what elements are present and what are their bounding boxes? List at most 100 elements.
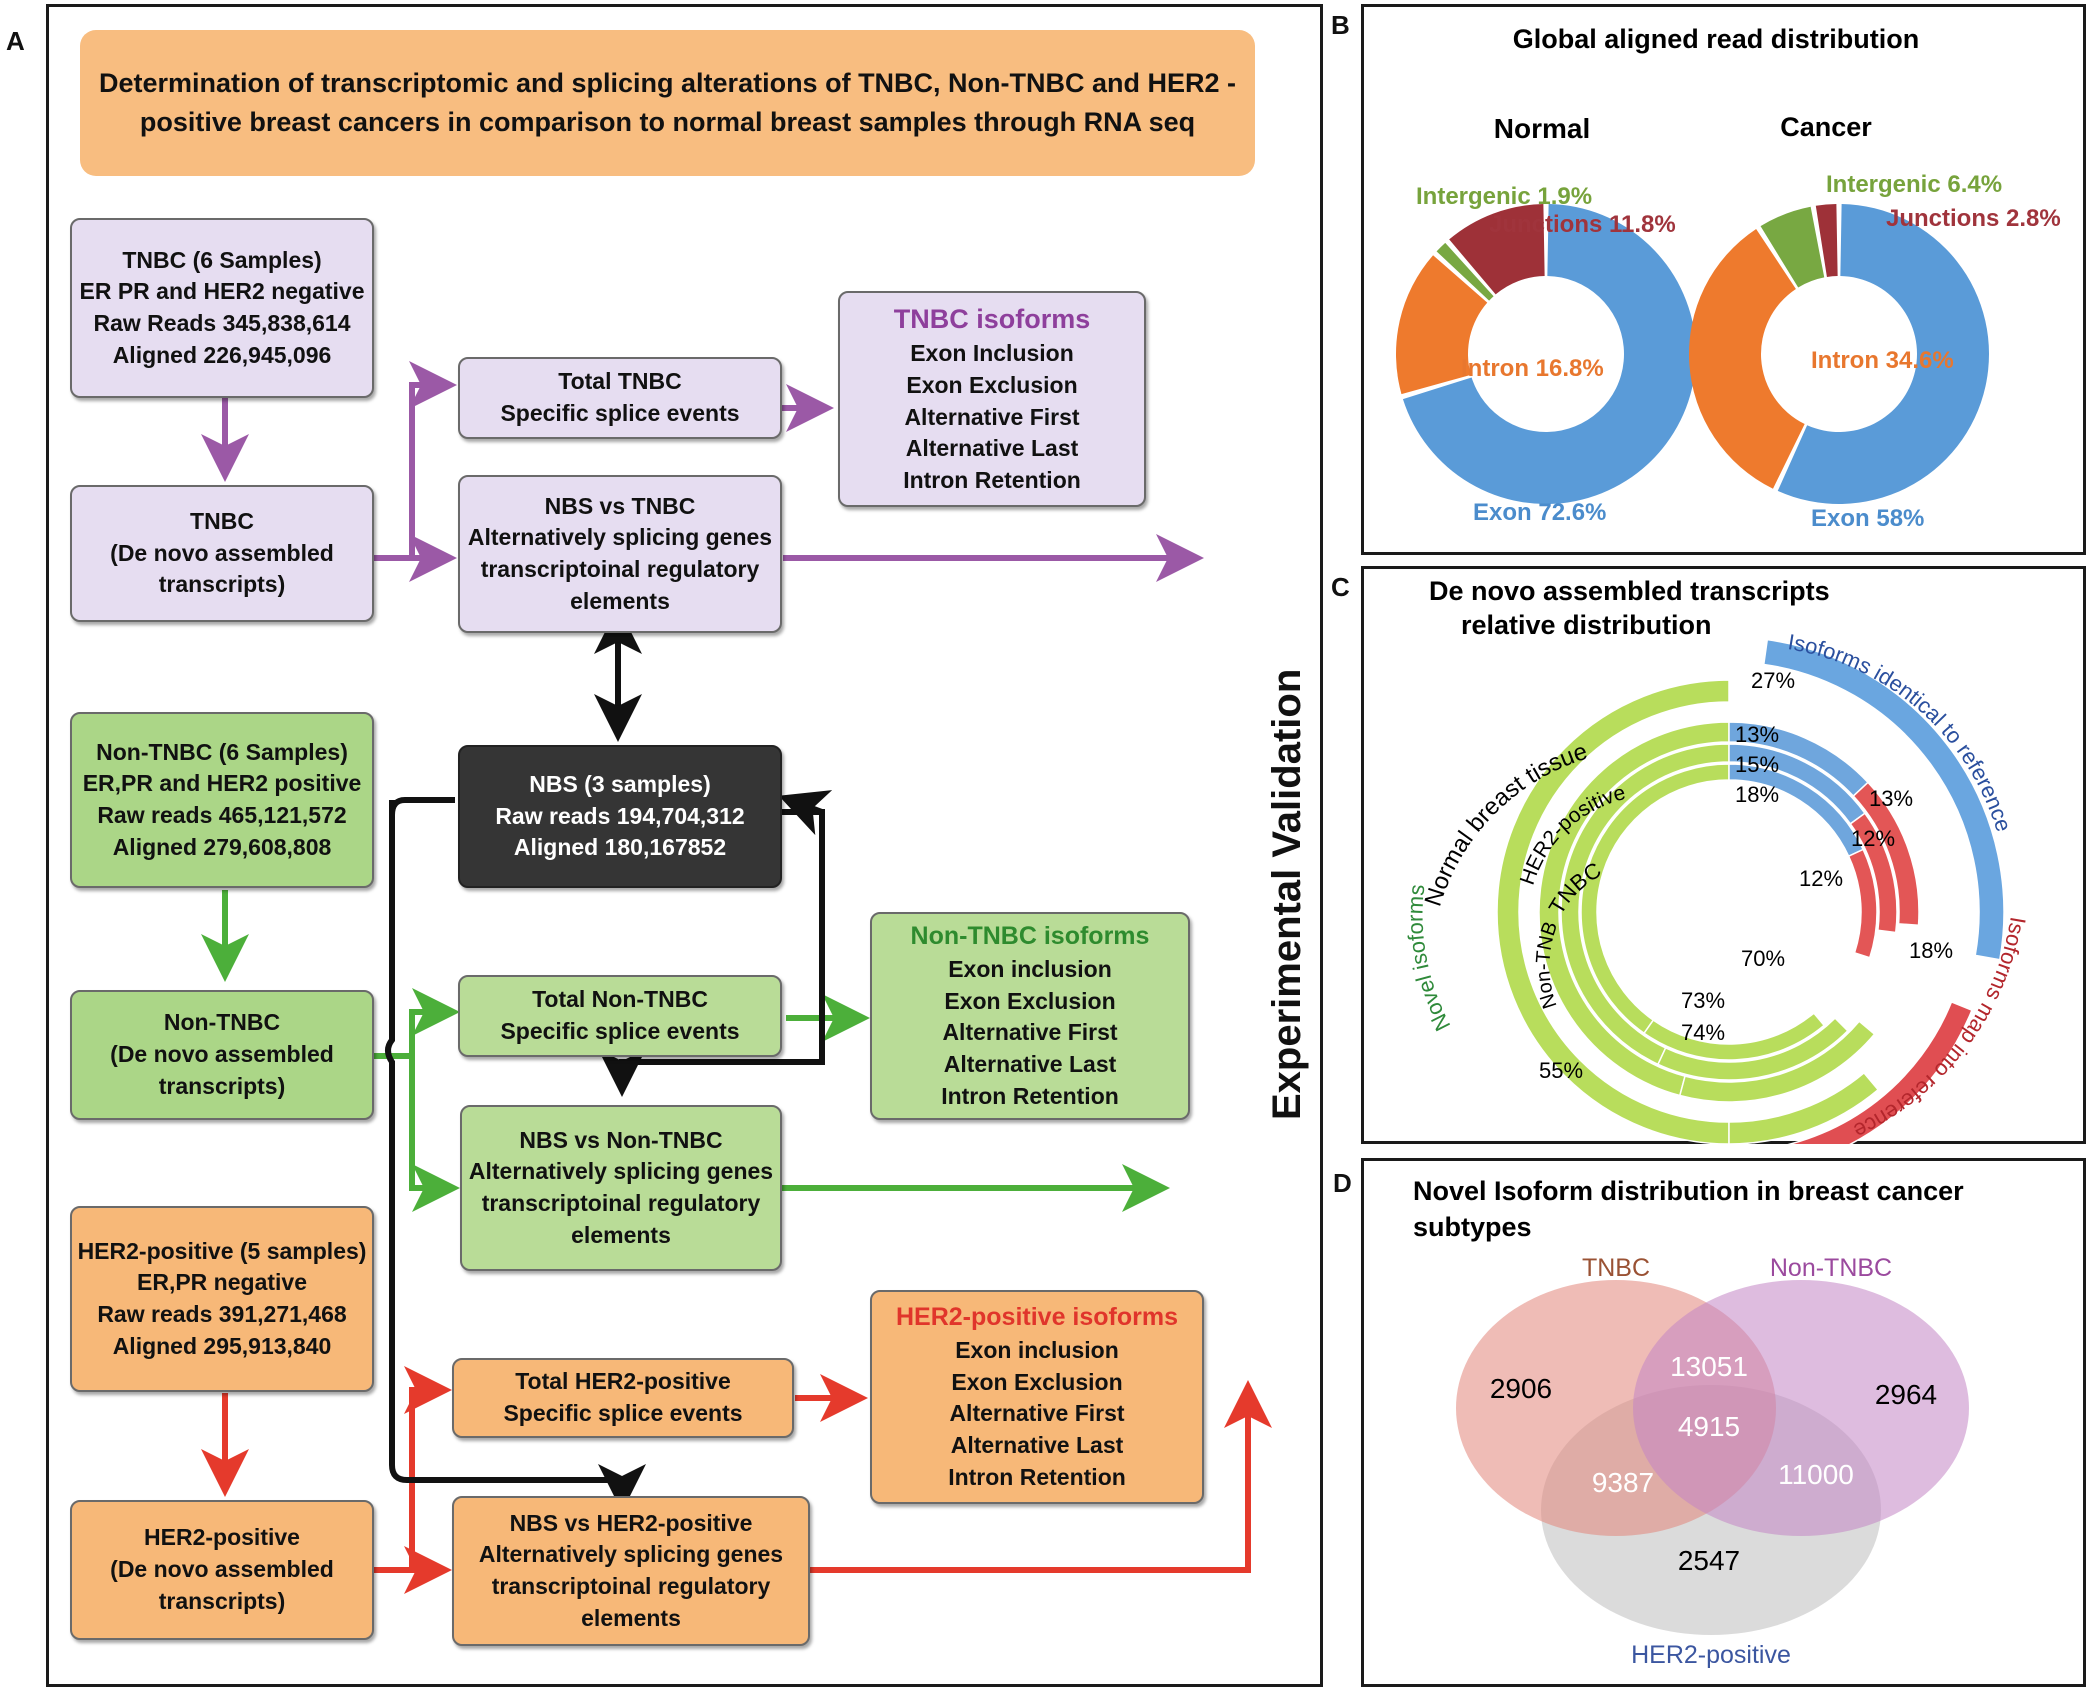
nontnbc-isoform-item: Alternative First	[942, 1019, 1118, 1046]
pct-map-normal: 18%	[1909, 938, 1953, 963]
panel-a-label: A	[6, 26, 25, 56]
venn-nontnbc-set	[1633, 1280, 1969, 1536]
tnbc-isoforms-box: TNBC isoforms Exon Inclusion Exon Exclus…	[838, 291, 1146, 507]
count-tnbc-her2: 9387	[1592, 1467, 1654, 1498]
normal-junctions-label: Junctions 11.8%	[1489, 211, 1676, 238]
tnbc-denovo-line: transcripts)	[158, 571, 286, 598]
her2-samples-line: HER2-positive (5 samples)	[77, 1237, 367, 1264]
donut-segment-exon	[1402, 204, 1696, 505]
panel-d-title-line-1: Novel Isoform distribution in breast can…	[1413, 1176, 1964, 1206]
ring-her2-novel-tail	[1678, 1020, 1876, 1103]
count-nontnbc-her2: 11000	[1778, 1459, 1854, 1490]
nontnbc-samples-box: Non-TNBC (6 Samples) ER,PR and HER2 posi…	[70, 712, 374, 888]
tnbc-total-line: Total TNBC	[558, 368, 682, 395]
nbs-vs-tnbc-line: Alternatively splicing genes	[467, 524, 773, 551]
panel-c-title-line-1: De novo assembled transcripts	[1429, 576, 1830, 606]
nbs-line: NBS (3 samples)	[529, 770, 711, 797]
outer-map-arc	[1787, 1000, 1973, 1144]
nontnbc-samples-line: Raw reads 465,121,572	[97, 802, 347, 828]
panel-b-title: Global aligned read distribution	[1513, 24, 1920, 54]
pct-novel-her2: 74%	[1681, 1020, 1725, 1045]
panel-a-header: Determination of transcriptomic and spli…	[80, 30, 1255, 176]
nbs-vs-her2-box: NBS vs HER2-positive Alternatively splic…	[452, 1496, 810, 1646]
panel-d-label: D	[1333, 1168, 1352, 1198]
ring-normal-novel	[1496, 679, 1730, 1144]
nontnbc-isoforms-title: Non-TNBC isoforms	[910, 922, 1150, 951]
nbs-vs-her2-line: elements	[581, 1604, 681, 1631]
count-tnbc-only: 2906	[1490, 1373, 1552, 1404]
panel-b-label: B	[1331, 10, 1350, 40]
nontnbc-samples-line: Non-TNBC (6 Samples)	[96, 738, 348, 765]
group-label-novel-text: Novel isoforms	[1402, 883, 1455, 1035]
nontnbc-isoform-item: Exon inclusion	[948, 955, 1112, 982]
nbs-vs-nontnbc-line: elements	[571, 1221, 671, 1248]
pct-novel-tnbc: 73%	[1681, 988, 1725, 1013]
nontnbc-samples-line: ER,PR and HER2 positive	[82, 770, 362, 797]
her2-total-line: Total HER2-positive	[515, 1368, 731, 1395]
pct-identical-her2: 13%	[1735, 722, 1779, 747]
tnbc-isoform-item: Alternative Last	[905, 435, 1079, 462]
nbs-vs-nontnbc-line: Alternatively splicing genes	[468, 1158, 774, 1185]
normal-exon-label: Exon 72.6%	[1473, 499, 1606, 526]
count-nontnbc-only: 2964	[1875, 1379, 1937, 1410]
panel-c-chart: De novo assembled transcripts relative d…	[1361, 566, 2031, 1144]
normal-donut	[1396, 204, 1696, 505]
nontnbc-isoform-item: Intron Retention	[941, 1082, 1119, 1109]
pct-novel-normal: 55%	[1539, 1058, 1583, 1083]
her2-isoform-item: Alternative Last	[950, 1432, 1124, 1459]
panel-d-title-line-2: subtypes	[1413, 1212, 1532, 1242]
normal-intergenic-label: Intergenic 1.9%	[1416, 183, 1592, 210]
nbs-line: Aligned 180,167852	[513, 834, 727, 861]
count-her2-only: 2547	[1678, 1545, 1740, 1576]
her2-samples-line: Aligned 295,913,840	[112, 1332, 332, 1359]
normal-title: Normal	[1494, 113, 1590, 144]
nontnbc-denovo-line: Non-TNBC	[163, 1009, 281, 1036]
pct-identical-tnbc: 15%	[1735, 752, 1779, 777]
ring-nontnbc-map	[1847, 848, 1878, 959]
tnbc-isoform-item: Exon Exclusion	[906, 372, 1078, 399]
her2-samples-line: ER,PR negative	[137, 1269, 307, 1296]
her2-total-line: Specific splice events	[503, 1400, 743, 1426]
nbs-vs-her2-line: Alternatively splicing genes	[478, 1541, 784, 1568]
cancer-exon-label: Exon 58%	[1811, 505, 1924, 532]
nbs-vs-tnbc-line: NBS vs TNBC	[544, 492, 696, 519]
pct-identical-normal: 27%	[1751, 668, 1795, 693]
tnbc-denovo-box: TNBC (De novo assembled transcripts)	[70, 485, 374, 622]
pct-map-her2: 13%	[1869, 786, 1913, 811]
nontnbc-total-line: Total Non-TNBC	[532, 986, 708, 1013]
pct-map-nontnbc: 12%	[1799, 866, 1843, 891]
donut-segment-intron	[1396, 255, 1488, 395]
pct-map-tnbc: 12%	[1851, 826, 1895, 851]
her2-denovo-line: transcripts)	[158, 1587, 286, 1614]
tnbc-isoform-item: Alternative First	[904, 403, 1080, 430]
pct-novel-nontnbc: 70%	[1741, 946, 1785, 971]
nontnbc-denovo-line: (De novo assembled	[110, 1041, 334, 1068]
donut-segment-intergenic	[1760, 206, 1825, 288]
tnbc-isoform-item: Intron Retention	[903, 467, 1081, 494]
nontnbc-denovo-box: Non-TNBC (De novo assembled transcripts)	[70, 990, 374, 1120]
nontnbc-samples-line: Aligned 279,608,808	[112, 833, 332, 860]
her2-samples-line: Raw reads 391,271,468	[97, 1301, 347, 1327]
her2-denovo-line: (De novo assembled	[110, 1556, 334, 1583]
donut-segment-intron	[1689, 228, 1805, 489]
panel-d-venn: Novel Isoform distribution in breast can…	[1413, 1176, 1969, 1669]
nbs-vs-her2-line: transcriptoinal regulatory	[491, 1573, 771, 1599]
outer-identical-arc	[1762, 638, 2005, 961]
her2-isoform-item: Exon Exclusion	[951, 1368, 1123, 1395]
nbs-vs-nontnbc-line: NBS vs Non-TNBC	[519, 1126, 723, 1153]
nbs-vs-tnbc-line: transcriptoinal regulatory	[480, 556, 760, 582]
header-line-2: positive breast cancers in comparison to…	[139, 107, 1196, 137]
ring-nontnbc-novel-tail	[1643, 1012, 1826, 1061]
cancer-intron-label: Intron 34.6%	[1811, 347, 1954, 374]
nontnbc-isoform-item: Alternative Last	[943, 1051, 1117, 1078]
nontnbc-total-box: Total Non-TNBC Specific splice events	[458, 975, 782, 1057]
panel-c-label: C	[1331, 572, 1350, 602]
her2-denovo-line: HER2-positive	[144, 1524, 300, 1551]
pct-identical-nontnbc: 18%	[1735, 782, 1779, 807]
nbs-vs-tnbc-line: elements	[570, 587, 670, 614]
count-tnbc-nontnbc: 13051	[1670, 1351, 1748, 1382]
tnbc-samples-box: TNBC (6 Samples) ER PR and HER2 negative…	[70, 218, 374, 398]
nontnbc-denovo-line: transcripts)	[158, 1072, 286, 1099]
cancer-title: Cancer	[1780, 112, 1872, 142]
donut-segment-intergenic	[1436, 242, 1494, 301]
